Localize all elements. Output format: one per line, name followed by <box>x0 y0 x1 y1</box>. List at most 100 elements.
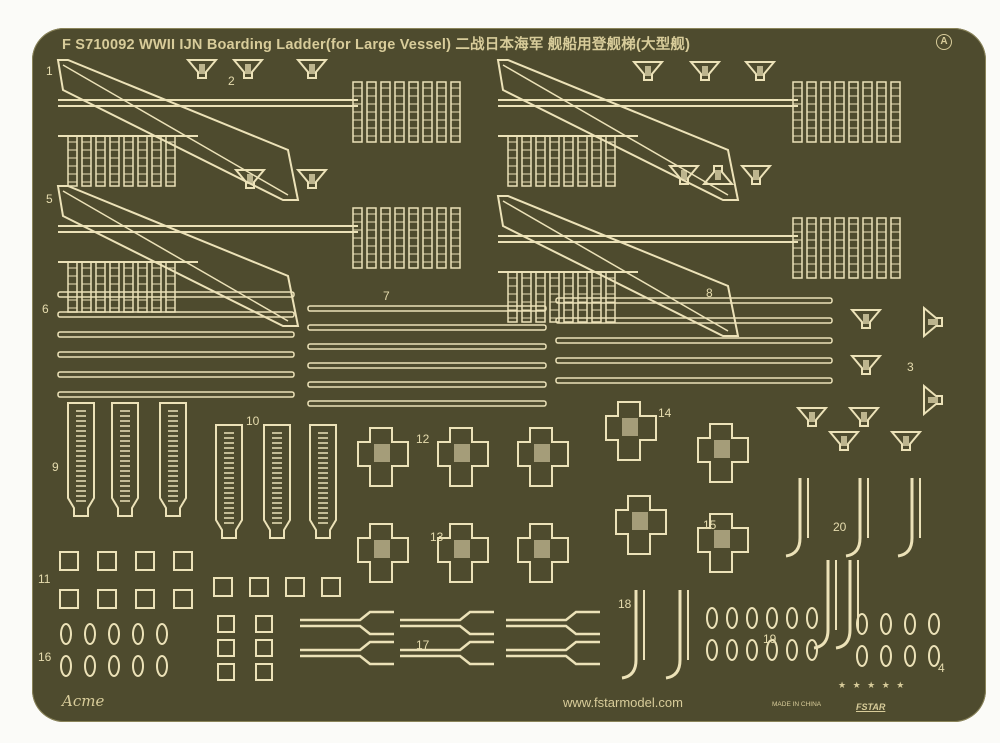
platforms-14 <box>605 401 749 483</box>
brackets-17 <box>300 610 600 666</box>
square-part <box>255 615 273 633</box>
oval-part <box>746 607 758 629</box>
funnel-part <box>923 305 943 339</box>
funnel-part <box>795 407 829 427</box>
funnel-outline <box>688 61 722 81</box>
funnel-grid <box>809 412 815 422</box>
platform-grid <box>714 530 730 548</box>
oval-part <box>706 607 718 629</box>
platform-part <box>697 513 749 573</box>
part-number-20: 20 <box>833 520 847 534</box>
platform-part <box>517 427 569 487</box>
funnel-outline <box>667 165 701 185</box>
platform-part <box>437 523 489 583</box>
funnel-part <box>849 309 883 329</box>
ladder-frame <box>496 59 740 201</box>
oval-part <box>904 645 916 667</box>
funnel-outline <box>847 407 881 427</box>
funnel-grid <box>928 397 938 403</box>
square-part <box>135 551 155 571</box>
funnel-part <box>847 407 881 427</box>
oval-part <box>766 639 778 661</box>
oval-part <box>84 623 96 645</box>
funnel-part <box>667 165 701 185</box>
square-part <box>59 551 79 571</box>
funnel-grid <box>757 66 763 76</box>
version-badge: A <box>936 34 952 50</box>
part-number-3: 3 <box>907 360 914 374</box>
ladder-rack <box>591 135 602 187</box>
ladder-assembly <box>56 185 461 327</box>
platform-grid <box>374 540 390 558</box>
funnel-grid <box>863 360 869 370</box>
part-number-8: 8 <box>706 286 713 300</box>
platform-part <box>357 427 409 487</box>
funnel-grid <box>199 64 205 74</box>
part-number-16: 16 <box>38 650 52 664</box>
funnel-grid <box>715 170 721 180</box>
ladder-rack <box>81 261 92 313</box>
square-part <box>321 577 341 597</box>
ladder-rack <box>165 135 176 187</box>
part-number-11: 11 <box>38 572 51 586</box>
oval-part <box>132 655 144 677</box>
ladders-9 <box>67 402 187 517</box>
funnel-part <box>295 59 329 79</box>
ladder-rack <box>591 271 602 323</box>
hook-part <box>813 560 830 650</box>
square-part <box>217 663 235 681</box>
oval-part <box>726 607 738 629</box>
square-part <box>135 589 155 609</box>
funnel-grid <box>841 436 847 446</box>
rods-7 <box>307 305 547 407</box>
platform-grid <box>534 444 550 462</box>
made-in-label: MADE IN CHINA <box>772 701 822 708</box>
oval-part <box>928 613 940 635</box>
funnel-parts-2 <box>185 59 943 451</box>
oval-part <box>928 645 940 667</box>
ladder-rack <box>67 261 78 313</box>
rod <box>555 317 833 324</box>
fstar-logo: FSTAR <box>856 702 886 712</box>
funnel-outline <box>923 305 943 339</box>
square-part <box>59 589 79 609</box>
rod <box>555 297 833 304</box>
oval-part <box>726 639 738 661</box>
ladder-assembly <box>56 59 461 201</box>
ladder-frame <box>56 59 300 201</box>
square-part <box>97 589 117 609</box>
funnel-outline <box>631 61 665 81</box>
oval-part <box>60 655 72 677</box>
ladder-assembly <box>496 195 901 337</box>
brand-signature: Acme <box>62 692 105 710</box>
part-number-18: 18 <box>618 597 632 611</box>
ladder-rack <box>137 261 148 313</box>
oval-part <box>806 639 818 661</box>
funnel-outline <box>739 165 773 185</box>
rod <box>57 291 295 298</box>
funnel-outline <box>923 383 943 417</box>
funnel-outline <box>889 431 923 451</box>
part-number-6: 6 <box>42 302 49 316</box>
bracket-part <box>506 640 600 666</box>
funnel-grid <box>309 174 315 184</box>
ladder-rack <box>605 135 616 187</box>
hook-part <box>897 478 914 558</box>
rod <box>57 311 295 318</box>
ladder-rack <box>577 271 588 323</box>
funnel-outline <box>795 407 829 427</box>
oval-part <box>706 639 718 661</box>
part-number-12: 12 <box>416 432 430 446</box>
square-part <box>173 589 193 609</box>
rod <box>57 391 295 398</box>
rod <box>555 357 833 364</box>
ladder-rack <box>535 135 546 187</box>
ladder-diagonal <box>62 64 289 196</box>
funnel-grid <box>702 66 708 76</box>
oval-part <box>108 655 120 677</box>
rod <box>307 400 547 407</box>
hooks-18-20 <box>621 478 921 680</box>
bracket-part <box>400 610 494 636</box>
oval-part <box>108 623 120 645</box>
sheet-title: F S710092 WWII IJN Boarding Ladder(for L… <box>62 37 691 53</box>
